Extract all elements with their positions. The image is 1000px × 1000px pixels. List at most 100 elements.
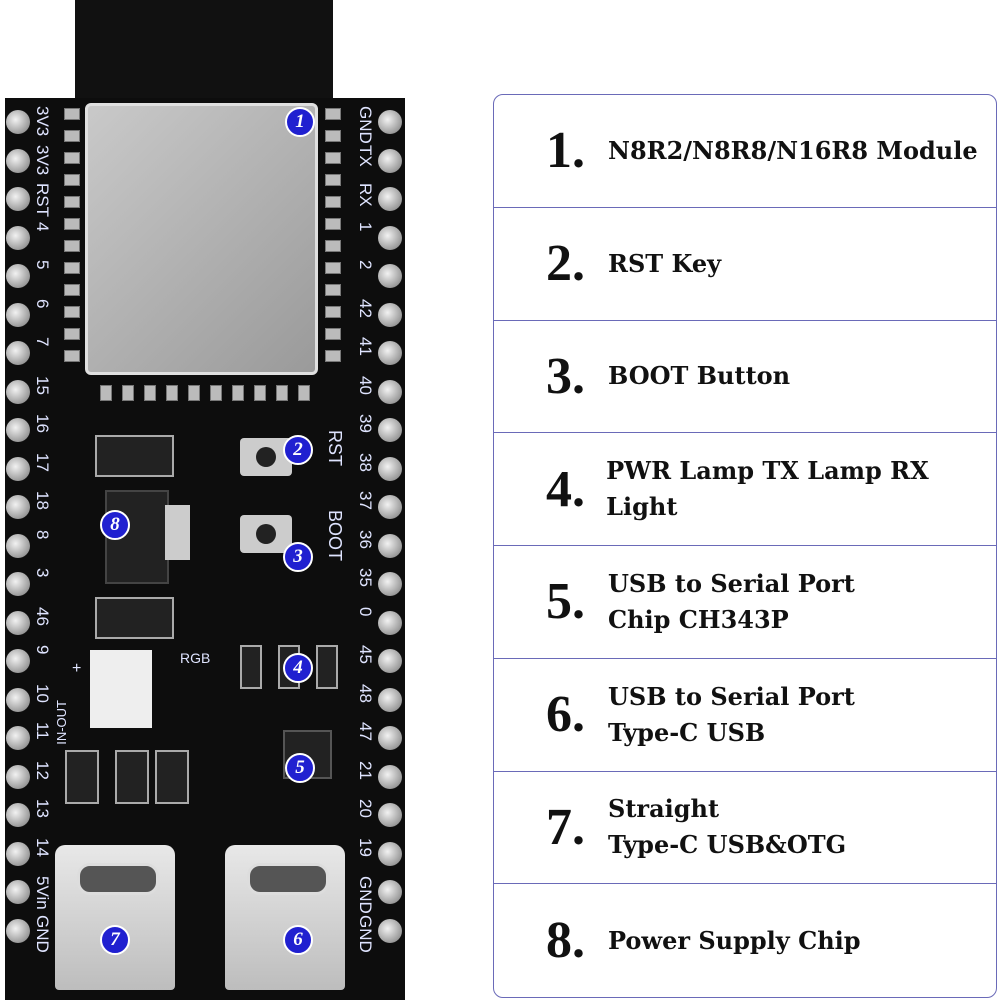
module-pad	[325, 240, 341, 252]
pin-label-left: 4	[33, 221, 52, 231]
pin-label-left: 3V3	[33, 144, 52, 175]
module-pad	[64, 240, 80, 252]
pin-label-left: 14	[33, 837, 52, 857]
module-pad	[122, 385, 134, 401]
pin-header-left	[6, 495, 30, 519]
module-pad	[64, 108, 80, 120]
rgb-silk: RGB	[180, 650, 211, 666]
pin-label-right: 47	[356, 722, 375, 741]
legend-number: 5.	[546, 573, 585, 631]
marker-3: 3	[283, 542, 313, 572]
pin-header-right	[378, 456, 402, 481]
legend-row: 4.PWR Lamp TX Lamp RX Light	[494, 433, 996, 546]
module-pad	[64, 284, 80, 296]
legend-label-line: Type-C USB&OTG	[608, 830, 847, 860]
pin-header-right	[378, 418, 402, 442]
pin-label-right: 35	[356, 568, 375, 587]
legend-label: N8R2/N8R8/N16R8 Module	[608, 133, 978, 169]
pin-label-left: 15	[33, 375, 52, 395]
legend-number: 2.	[546, 235, 585, 293]
pin-label-right: 19	[356, 837, 375, 857]
module-pad	[64, 174, 80, 186]
diode	[115, 750, 149, 804]
diode	[155, 750, 189, 804]
pin-header-left	[6, 187, 30, 211]
pin-header-right	[378, 264, 402, 288]
pin-header-right	[378, 495, 402, 519]
legend-label-line: BOOT Button	[608, 361, 791, 391]
pin-label-right: 38	[356, 452, 375, 472]
pin-header-right	[378, 187, 402, 211]
capacitor	[95, 597, 174, 639]
legend-row: 1. N8R2/N8R8/N16R8 Module	[494, 95, 996, 208]
legend-label-line: PWR Lamp TX Lamp RX Light	[606, 456, 929, 522]
legend-label: BOOT Button	[608, 358, 790, 394]
module-pad	[64, 306, 80, 318]
pin-label-left: 17	[33, 452, 52, 472]
pin-header-left	[6, 302, 30, 327]
module-pad	[64, 262, 80, 274]
pin-label-left: 7	[33, 337, 52, 347]
marker-1: 1	[285, 107, 315, 137]
pin-label-left: 10	[33, 683, 52, 703]
pin-header-left	[6, 264, 30, 288]
legend-row: 3. BOOT Button	[494, 321, 996, 434]
pin-header-right	[378, 649, 402, 673]
pin-label-right: 0	[356, 606, 375, 616]
pin-label-right: 41	[356, 337, 375, 356]
antenna	[75, 0, 333, 105]
pin-header-left	[6, 610, 30, 635]
pin-header-left	[6, 649, 30, 673]
pin-header-right	[378, 302, 402, 327]
legend-label-line: RST Key	[608, 248, 722, 278]
capacitor	[95, 435, 174, 477]
legend-number: 3.	[546, 347, 585, 405]
marker-5: 5	[285, 753, 315, 783]
module-pad	[64, 196, 80, 208]
marker-7: 7	[100, 925, 130, 955]
pin-label-right: 36	[356, 529, 375, 549]
pin-header-right	[378, 841, 402, 866]
usb-c-otg-port	[55, 845, 175, 990]
pin-header-left	[6, 880, 30, 904]
pin-label-left: 46	[33, 606, 52, 626]
pin-header-left	[6, 533, 30, 558]
rst-silk: RST	[325, 430, 345, 466]
pin-label-left: 5	[33, 260, 52, 270]
pin-label-left: 5Vin	[33, 876, 52, 910]
module-pad	[325, 262, 341, 274]
pin-label-right: 20	[356, 799, 375, 818]
module-pad	[232, 385, 244, 401]
legend-label: PWR Lamp TX Lamp RX Light	[606, 453, 996, 525]
boot-button	[240, 515, 292, 553]
pin-label-right: 1	[356, 221, 375, 231]
pin-header-right	[378, 148, 402, 173]
legend-number: 8.	[546, 912, 585, 970]
module-pad	[325, 130, 341, 142]
pin-label-right: GND	[356, 106, 375, 144]
pin-header-right	[378, 379, 402, 404]
legend-label-line: USB to Serial Port	[608, 681, 855, 711]
pin-label-right: 21	[356, 760, 375, 780]
pin-header-right	[378, 764, 402, 789]
pin-header-right	[378, 803, 402, 827]
pin-label-left: 16	[33, 414, 52, 433]
pin-label-right: 2	[356, 260, 375, 270]
pin-label-right: 40	[356, 375, 375, 395]
pin-header-right	[378, 726, 402, 750]
module-pad	[325, 350, 341, 362]
pin-label-left: 8	[33, 529, 52, 539]
pin-label-right: GND	[356, 876, 375, 914]
pin-header-left	[6, 456, 30, 481]
pin-header-left	[6, 148, 30, 173]
pin-label-left: RST	[33, 183, 52, 217]
legend-table: 1. N8R2/N8R8/N16R8 Module 2. RST Key 3. BOOT …	[493, 94, 997, 998]
marker-2: 2	[283, 435, 313, 465]
legend-number: 1.	[546, 122, 585, 180]
module-pad	[210, 385, 222, 401]
module-pad	[325, 174, 341, 186]
